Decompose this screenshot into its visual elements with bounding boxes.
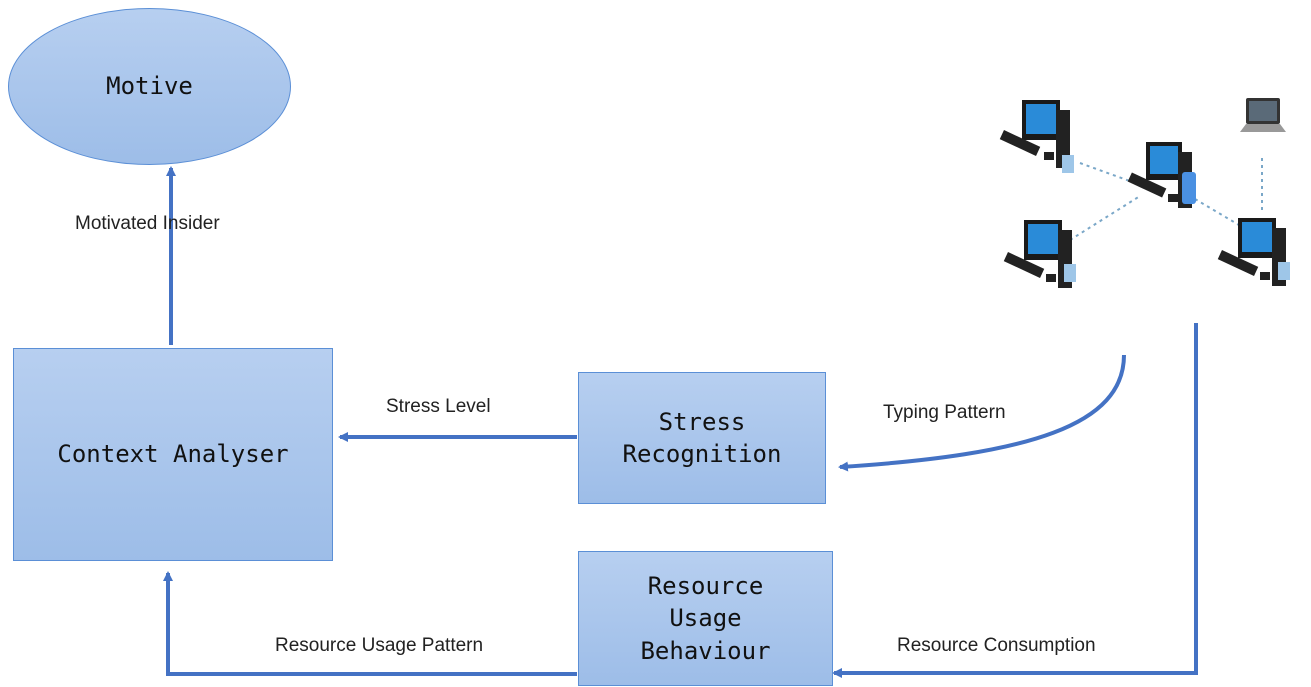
resource-usage-behaviour-node: Resource Usage Behaviour <box>578 551 833 686</box>
arrow-resource-usage-pattern <box>163 571 577 676</box>
arrow-resource-consumption <box>832 323 1198 678</box>
resource-usage-pattern-label: Resource Usage Pattern <box>275 635 484 656</box>
resource-consumption-label: Resource Consumption <box>897 635 1096 656</box>
typing-pattern-label: Typing Pattern <box>883 402 1006 423</box>
stress-recognition-node: Stress Recognition <box>578 372 826 504</box>
context-analyser-node: Context Analyser <box>13 348 333 561</box>
resource-usage-behaviour-label: Resource Usage Behaviour <box>640 571 771 665</box>
arrow-typing-pattern <box>838 354 1126 472</box>
motivated-insider-label: Motivated Insider <box>75 213 220 234</box>
network-computers-icon <box>999 98 1290 288</box>
stress-recognition-label: Stress Recognition <box>622 407 782 468</box>
motive-node: Motive <box>8 8 291 165</box>
context-analyser-label: Context Analyser <box>57 440 289 469</box>
stress-level-label: Stress Level <box>386 396 491 417</box>
motive-label: Motive <box>106 72 193 101</box>
